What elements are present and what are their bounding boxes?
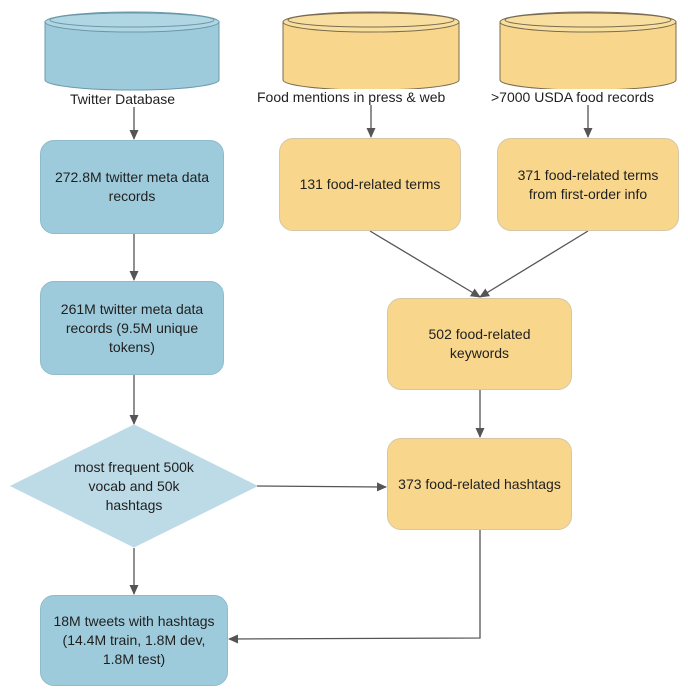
food-keywords-node: 502 food-related keywords: [387, 298, 572, 390]
usda-database-label: >7000 USDA food records: [490, 89, 656, 105]
arrow-usda-terms-to-keywords: [479, 230, 589, 298]
filtered-records-node: 261M twitter meta data records (9.5M uni…: [40, 281, 224, 375]
food-press-database-cylinder: [282, 11, 460, 91]
vocab-decision-diamond: [9, 424, 259, 548]
food-press-database-label: Food mentions in press & web: [256, 89, 447, 105]
arrow-terms-to-keywords: [369, 230, 481, 298]
food-terms-node: 131 food-related terms: [279, 138, 461, 231]
twitter-database-label: Twitter Database: [69, 91, 177, 107]
arrow-hashtags-to-tweets: [228, 530, 481, 644]
vocab-diamond-label: most frequent 500k vocab and 50k hashtag…: [74, 458, 194, 513]
twitter-records-node: 272.8M twitter meta data records: [40, 140, 224, 234]
usda-database-cylinder: [499, 11, 677, 91]
usda-terms-node: 371 food-related terms from first-order …: [497, 138, 679, 231]
twitter-database-cylinder: [44, 11, 220, 91]
food-hashtags-node: 373 food-related hashtags: [387, 438, 572, 530]
tweets-output-node: 18M tweets with hashtags (14.4M train, 1…: [40, 595, 228, 686]
arrow-diamond-to-hashtags: [256, 482, 387, 492]
